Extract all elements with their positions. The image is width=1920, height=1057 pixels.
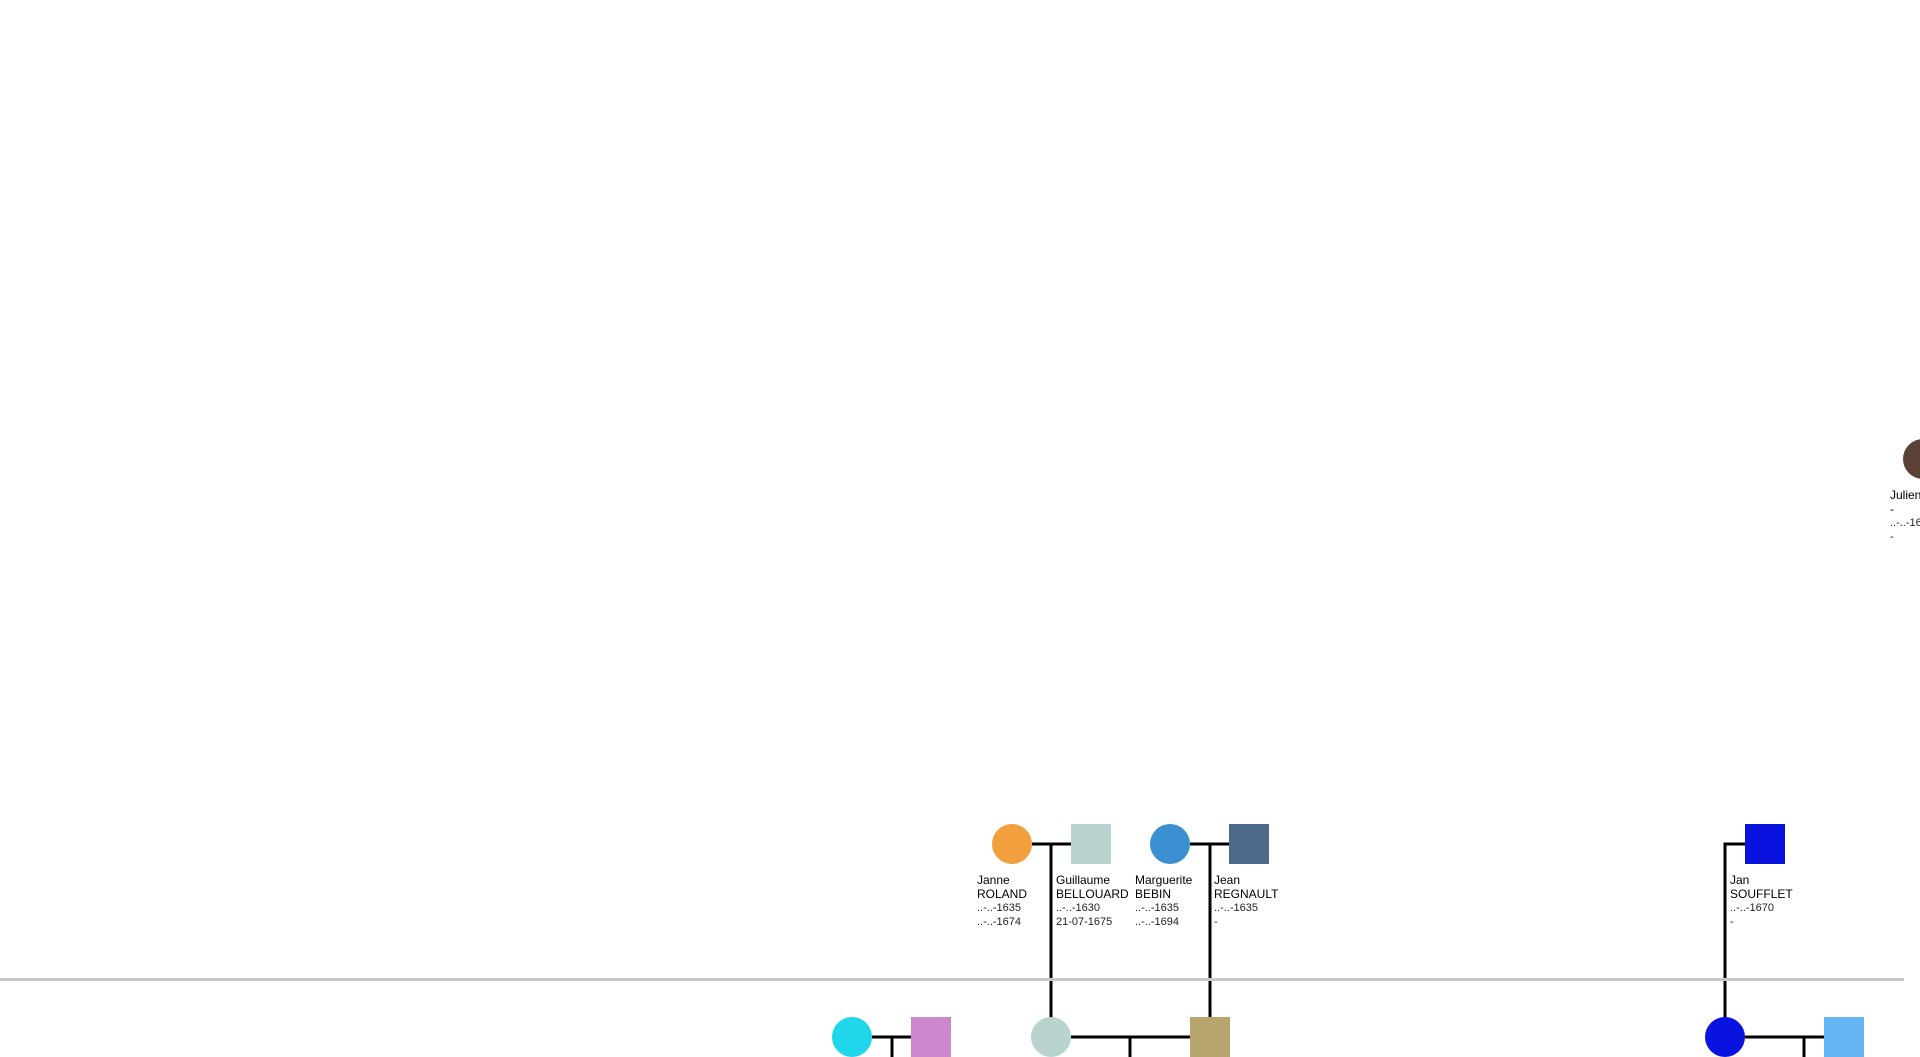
person-node-jan-soufflet[interactable]: [1745, 824, 1785, 864]
person-node-child-tan[interactable]: [1190, 1017, 1230, 1057]
death-date: ..-..-1674: [977, 916, 1022, 928]
first-name: Julien: [1890, 488, 1920, 502]
person-node-julien[interactable]: [1903, 439, 1920, 479]
person-label-marguerite-bebin: Marguerite BEBIN ..-..-1635 ..-..-1694: [1135, 873, 1192, 929]
person-node-child-violet[interactable]: [911, 1017, 951, 1057]
birth-date: ..-..-1635: [977, 902, 1022, 914]
relation-line: [1723, 842, 1745, 1037]
person-label-julien: Julien - ..-..-16 -: [1890, 488, 1920, 544]
first-name: Guillaume: [1056, 873, 1111, 887]
person-node-marguerite-bebin[interactable]: [1150, 824, 1190, 864]
person-node-child-lightblue[interactable]: [1824, 1017, 1864, 1057]
person-node-child-cyan[interactable]: [832, 1017, 872, 1057]
birth-date: ..-..-1635: [1135, 902, 1180, 914]
person-node-jean-regnault[interactable]: [1229, 824, 1269, 864]
first-name: Marguerite: [1135, 873, 1193, 887]
person-label-jan-soufflet: Jan SOUFFLET ..-..-1670 -: [1730, 873, 1793, 929]
birth-date: ..-..-1635: [1214, 902, 1259, 914]
last-name: BELLOUARD: [1056, 887, 1129, 901]
last-name: -: [1890, 502, 1894, 516]
death-date: ..-..-1694: [1135, 916, 1180, 928]
birth-date: ..-..-1670: [1730, 902, 1775, 914]
death-date: -: [1730, 916, 1734, 928]
person-label-janne-roland: Janne ROLAND ..-..-1635 ..-..-1674: [977, 873, 1027, 929]
birth-date: ..-..-1630: [1056, 902, 1101, 914]
first-name: Jan: [1730, 873, 1750, 887]
birth-date: ..-..-16: [1890, 517, 1920, 529]
last-name: REGNAULT: [1214, 887, 1279, 901]
first-name: Janne: [977, 873, 1010, 887]
last-name: SOUFFLET: [1730, 887, 1793, 901]
death-date: -: [1890, 531, 1894, 543]
person-label-jean-regnault: Jean REGNAULT ..-..-1635 -: [1214, 873, 1278, 929]
last-name: BEBIN: [1135, 887, 1172, 901]
person-node-janne-roland[interactable]: [992, 824, 1032, 864]
person-node-child-blue[interactable]: [1705, 1017, 1745, 1057]
last-name: ROLAND: [977, 887, 1028, 901]
death-date: -: [1214, 916, 1218, 928]
death-date: 21-07-1675: [1056, 916, 1113, 928]
person-label-guillaume-bellouard: Guillaume BELLOUARD ..-..-1630 21-07-167…: [1056, 873, 1129, 929]
person-node-child-grey[interactable]: [1031, 1017, 1071, 1057]
generation-divider: [0, 978, 1904, 981]
first-name: Jean: [1214, 873, 1241, 887]
person-node-guillaume-bellouard[interactable]: [1071, 824, 1111, 864]
